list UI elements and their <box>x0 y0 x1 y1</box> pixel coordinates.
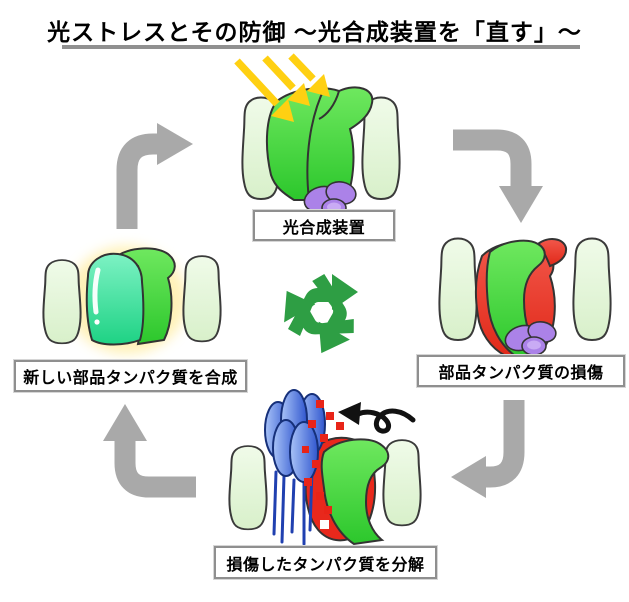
core-protein-divider <box>306 86 326 201</box>
cycle-arrow-bottom-right <box>486 400 525 488</box>
membrane-pillow-left <box>438 237 478 341</box>
stage-label-left: 新しい部品タンパク質を合成 <box>14 360 247 392</box>
cycle-arrow-top-right-head <box>499 186 543 223</box>
removal-curl-arrow-icon <box>338 402 416 434</box>
diagram-title: 光ストレスとその防御 〜光合成装置を「直す」〜 <box>47 19 582 45</box>
stage-label-bottom: 損傷したタンパク質を分解 <box>214 546 437 579</box>
membrane-pillow-right <box>182 255 222 343</box>
photosystem-illustration <box>234 53 401 218</box>
protease-complex <box>264 389 326 483</box>
new-protein-gloss-dot <box>94 319 100 325</box>
cycle-arrow-top-right <box>453 129 532 186</box>
intact-protein-green <box>485 239 546 360</box>
new-protein-teal <box>85 252 145 346</box>
degradation-illustration <box>228 389 422 546</box>
cycle-arrow-top-left <box>116 133 157 229</box>
intact-protein-green <box>320 438 390 546</box>
membrane-pillow-left <box>228 445 268 531</box>
cycle-arrow-bottom-left-head <box>103 404 147 441</box>
title-underline <box>62 45 580 49</box>
stage-label-right: 部品タンパク質の損傷 <box>417 355 625 387</box>
recycle-icon <box>284 274 358 354</box>
stage-label-top: 光合成装置 <box>253 210 395 241</box>
cycle-arrow-bottom-left <box>114 441 196 498</box>
degraded-protein-fragments <box>302 400 344 514</box>
chaperone-blob <box>504 320 557 356</box>
membrane-pillow-right <box>572 237 612 341</box>
cycle-arrow-top-left-head <box>157 123 193 165</box>
membrane-pillow-left <box>42 259 82 345</box>
light-rays-icon <box>234 53 330 122</box>
cycle-arrow-bottom-right-head <box>451 456 486 498</box>
damaged-photosystem-illustration <box>438 237 612 360</box>
new-protein-illustration <box>42 246 222 354</box>
new-protein-gloss <box>92 267 101 315</box>
membrane-pillow-right <box>382 439 422 527</box>
core-protein-divider-2 <box>318 90 340 120</box>
